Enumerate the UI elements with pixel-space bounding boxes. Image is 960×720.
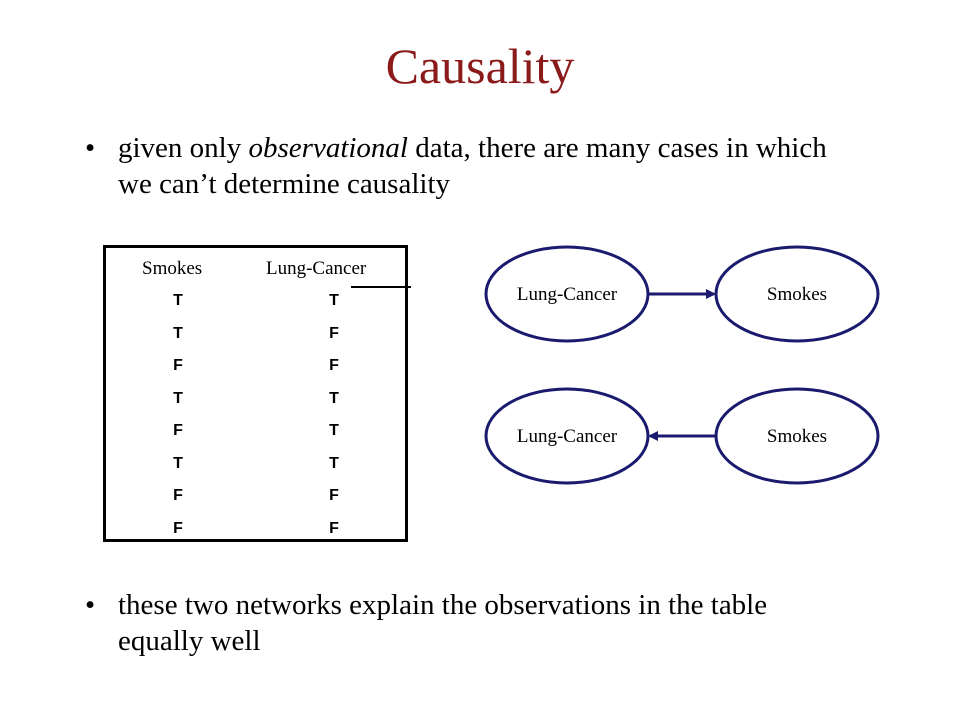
bullet-dot: • xyxy=(85,589,96,621)
bullet-dot: • xyxy=(85,132,96,164)
slide-title: Causality xyxy=(385,38,575,94)
bullet-text: given only observational data, there are… xyxy=(118,130,838,202)
cell-smokes: F xyxy=(173,487,183,504)
bullet-text: these two networks explain the observati… xyxy=(118,589,768,657)
cell-lung-cancer: F xyxy=(329,487,339,504)
cell-smokes: F xyxy=(173,357,183,374)
table-top-border xyxy=(103,245,408,248)
cell-lung-cancer: F xyxy=(329,357,339,374)
node-label-lung-cancer-2: Lung-Cancer xyxy=(516,426,618,447)
table-header-smokes: Smokes xyxy=(142,258,203,279)
cell-lung-cancer: F xyxy=(329,519,339,537)
cell-lung-cancer: F xyxy=(329,324,339,342)
cell-smokes: T xyxy=(173,292,183,309)
cell-smokes: F xyxy=(173,422,183,439)
node-label-smokes-2: Smokes xyxy=(766,426,828,447)
cell-lung-cancer: T xyxy=(329,422,339,439)
node-ellipse-smokes-2 xyxy=(714,387,880,485)
cell-lung-cancer: T xyxy=(329,454,339,472)
node-label-lung-cancer-1: Lung-Cancer xyxy=(516,284,618,305)
cell-lung-cancer: T xyxy=(329,389,339,407)
node-label-smokes-1: Smokes xyxy=(766,284,828,305)
cell-smokes: T xyxy=(173,389,183,407)
bullet-networks: • these two networks explain the observa… xyxy=(85,587,845,667)
bullet-observational: • given only observational data, there a… xyxy=(85,130,845,210)
cell-smokes: T xyxy=(173,324,183,342)
cell-smokes: T xyxy=(173,454,183,472)
bullet-text-post: data, there are many cases in which we c… xyxy=(118,132,827,200)
cell-smokes: F xyxy=(173,519,183,537)
table-header-divider xyxy=(351,286,411,288)
bullet-text-emphasis: observational xyxy=(248,132,409,164)
table-header-lung-cancer: Lung-Cancer xyxy=(266,258,367,279)
node-ellipse-lung-cancer-1 xyxy=(484,245,650,343)
cell-lung-cancer: T xyxy=(329,292,339,309)
bullet-text-pre: given only xyxy=(118,132,249,164)
node-ellipse-smokes-1 xyxy=(714,245,880,343)
